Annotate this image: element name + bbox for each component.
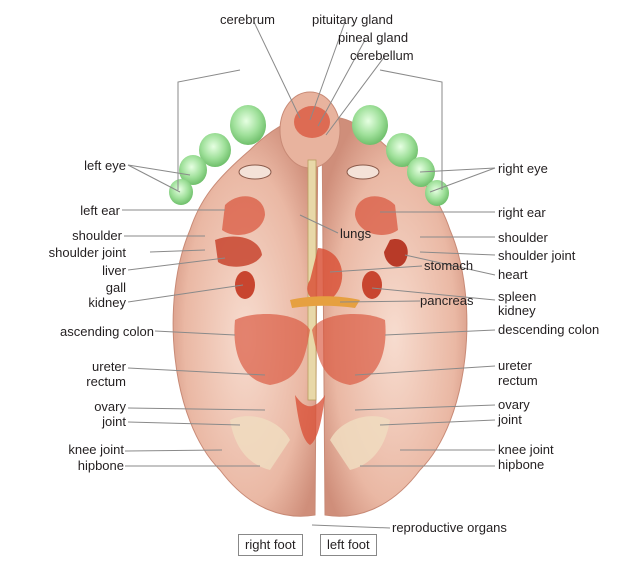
- label-shoulder-left: shoulder: [72, 228, 122, 243]
- label-lungs: lungs: [340, 226, 372, 241]
- label-shoulder-right: shoulder: [498, 230, 548, 245]
- label-right-eye: right eye: [498, 161, 548, 176]
- leader-lines: [122, 21, 496, 529]
- label-ovary-left: ovary: [94, 399, 126, 414]
- hipbone-icon: [330, 416, 390, 470]
- label-ureter-left: ureter: [92, 359, 126, 374]
- label-rectum-right: rectum: [498, 373, 538, 388]
- kidney-icon: [235, 271, 255, 299]
- toe-icon: [352, 105, 388, 145]
- reproductive-icon: [295, 395, 325, 445]
- label-ascending-colon: ascending colon: [60, 324, 154, 339]
- label-hipbone-left: hipbone: [77, 458, 124, 473]
- label-rectum-left: rectum: [86, 374, 126, 389]
- eye-icon: [238, 164, 272, 180]
- pancreas-icon: [290, 296, 360, 308]
- label-ureter-right: ureter: [498, 358, 532, 373]
- label-joint-left: joint: [102, 414, 126, 429]
- label-liver: liver: [102, 263, 126, 278]
- label-right-ear: right ear: [498, 205, 546, 220]
- toe-icon: [199, 133, 231, 167]
- label-stomach: stomach: [424, 258, 474, 273]
- lungs-icon: [222, 196, 265, 235]
- label-left-eye: left eye: [84, 158, 126, 173]
- cerebrum-icon: [294, 106, 330, 138]
- label-shoulder-joint-right: shoulder joint: [498, 248, 576, 263]
- liver-icon: [215, 236, 262, 267]
- right-foot-button[interactable]: right foot: [238, 534, 303, 556]
- label-reproductive-organs: reproductive organs: [392, 520, 507, 535]
- left-foot-button[interactable]: left foot: [320, 534, 377, 556]
- label-knee-joint-right: knee joint: [498, 442, 554, 457]
- label-kidney-left: kidney: [88, 295, 126, 310]
- label-descending-colon: descending colon: [498, 322, 600, 337]
- toe-icon: [179, 155, 207, 185]
- label-spleen: spleen: [498, 289, 537, 304]
- label-shoulder-joint-left: shoulder joint: [48, 245, 126, 260]
- hipbone-icon: [230, 416, 290, 470]
- toe-icon: [386, 133, 418, 167]
- label-knee-joint-left: knee joint: [68, 442, 124, 457]
- eye-icon: [346, 164, 380, 180]
- label-gall: gall: [105, 280, 126, 295]
- label-hipbone-right: hipbone: [498, 457, 545, 472]
- intestine-icon: [312, 314, 386, 385]
- toe-icon: [169, 179, 193, 205]
- label-cerebellum: cerebellum: [350, 48, 414, 63]
- label-left-ear: left ear: [80, 203, 120, 218]
- heart-icon: [384, 239, 408, 267]
- label-ovary-right: ovary: [498, 397, 530, 412]
- kidney-icon: [362, 271, 382, 299]
- toe-icon: [425, 180, 449, 206]
- stomach-icon: [307, 248, 343, 302]
- intestine-icon: [234, 314, 310, 385]
- toe-icon: [230, 105, 266, 145]
- label-heart: heart: [498, 267, 528, 282]
- label-kidney-right: kidney: [498, 303, 536, 318]
- lungs-icon: [355, 196, 398, 235]
- label-cerebrum: cerebrum: [220, 12, 275, 27]
- label-pancreas: pancreas: [420, 293, 474, 308]
- label-joint-right: joint: [498, 412, 522, 427]
- label-pineal-gland: pineal gland: [338, 30, 409, 45]
- label-pituitary-gland: pituitary gland: [312, 12, 393, 27]
